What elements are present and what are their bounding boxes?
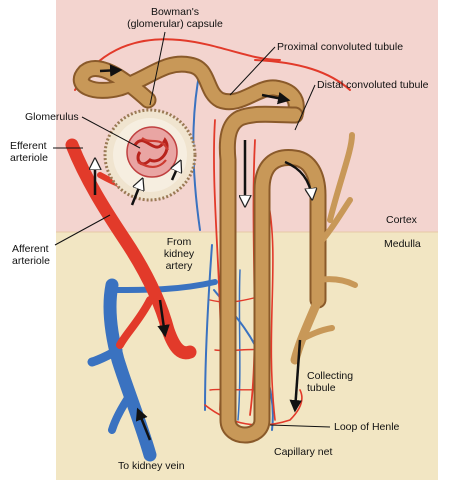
- glomerulus-label: Glomerulus: [25, 111, 79, 123]
- cortex-label: Cortex: [386, 214, 417, 226]
- flow-arrows: [95, 64, 312, 441]
- afferent-arteriole-label-line1: Afferent: [12, 243, 49, 255]
- bowmans-capsule-label-line2: (glomerular) capsule: [127, 18, 223, 30]
- collecting-tubule-label-line1: Collecting: [307, 370, 354, 382]
- proximal-tubule-label: Proximal convoluted tubule: [277, 41, 404, 53]
- bowmans-capsule-label: Bowman's (glomerular) capsule: [120, 6, 230, 30]
- bowmans-capsule-label-line1: Bowman's: [150, 6, 200, 18]
- collecting-tubule-label: Collecting tubule: [307, 370, 353, 394]
- efferent-arteriole-label-line1: Efferent: [10, 140, 47, 152]
- from-kidney-artery-label-line3: artery: [165, 260, 193, 272]
- glomerulus-capillaries: [126, 126, 178, 178]
- afferent-arteriole-label: Afferent arteriole: [12, 243, 50, 267]
- efferent-arteriole-label: Efferent arteriole: [10, 140, 48, 164]
- efferent-arteriole-label-line2: arteriole: [10, 152, 48, 164]
- label-leader-lines: [53, 31, 331, 428]
- medulla-label: Medulla: [384, 238, 421, 250]
- loop-of-henle-label: Loop of Henle: [334, 421, 400, 433]
- capillary-net-label: Capillary net: [274, 446, 333, 458]
- afferent-arteriole-label-line2: arteriole: [12, 255, 50, 267]
- from-kidney-artery-label: From kidney artery: [155, 236, 203, 272]
- collecting-tubule-label-line2: tubule: [307, 382, 336, 394]
- from-kidney-artery-label-line2: kidney: [163, 248, 195, 260]
- distal-tubule-label: Distal convoluted tubule: [317, 79, 429, 91]
- from-kidney-artery-label-line1: From: [166, 236, 192, 248]
- to-kidney-vein-label: To kidney vein: [118, 460, 185, 472]
- renal-tubule: [72, 55, 358, 444]
